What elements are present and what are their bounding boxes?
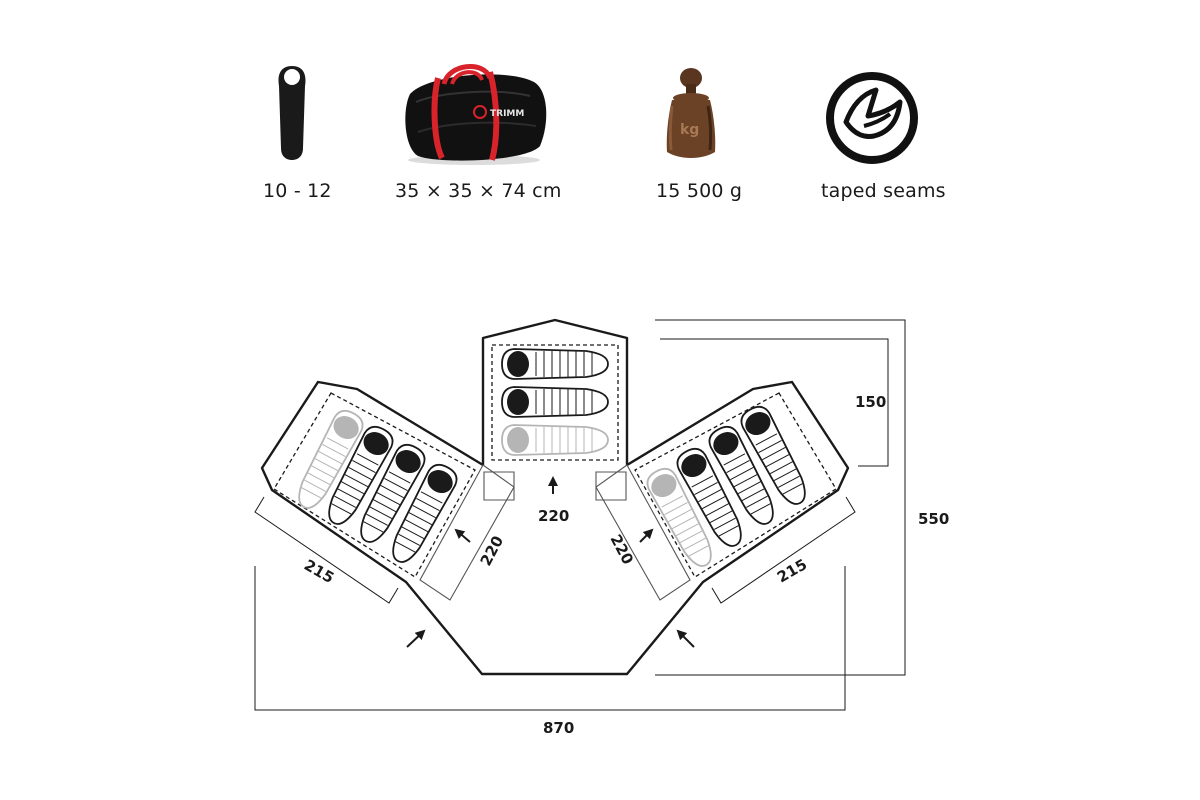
right-room-sleeping-bags [642,401,815,573]
total-depth-label: 550 [918,510,949,528]
left-entrance-arrow [406,629,426,648]
weight-label: 15 500 g [656,180,743,202]
left-bedroom-width-label: 220 [477,533,508,569]
entrance-arrows [406,476,695,648]
bag-brand-text: TRIMM [490,109,524,119]
weight-icon: kg [662,66,720,166]
sleeping-person-icon [276,64,308,166]
taped-seams-label: taped seams [821,180,946,202]
right-room-arrow [639,528,654,543]
pack-size-label: 35 × 35 × 74 cm [395,180,562,202]
door-boxes [419,464,691,601]
carry-bag-icon: TRIMM [398,62,550,170]
right-entrance-arrow [676,629,695,648]
capacity-label: 10 - 12 [263,180,332,202]
total-width-label: 870 [543,719,574,737]
dimension-lines [254,319,906,711]
left-room-arrow [454,528,471,543]
taped-seams-icon [824,70,920,170]
center-bedroom-width-label: 220 [538,507,569,525]
center-room-sleeping-bags [501,348,609,456]
center-depth-label: 150 [855,393,886,411]
weight-mark: kg [680,122,699,138]
right-bedroom-width-label: 220 [606,531,637,567]
left-room-sleeping-bags [289,405,462,569]
inner-rooms [273,344,837,578]
tent-outline [260,318,850,676]
left-bedroom-length-label: 215 [301,556,337,587]
right-bedroom-length-label: 215 [774,555,810,586]
